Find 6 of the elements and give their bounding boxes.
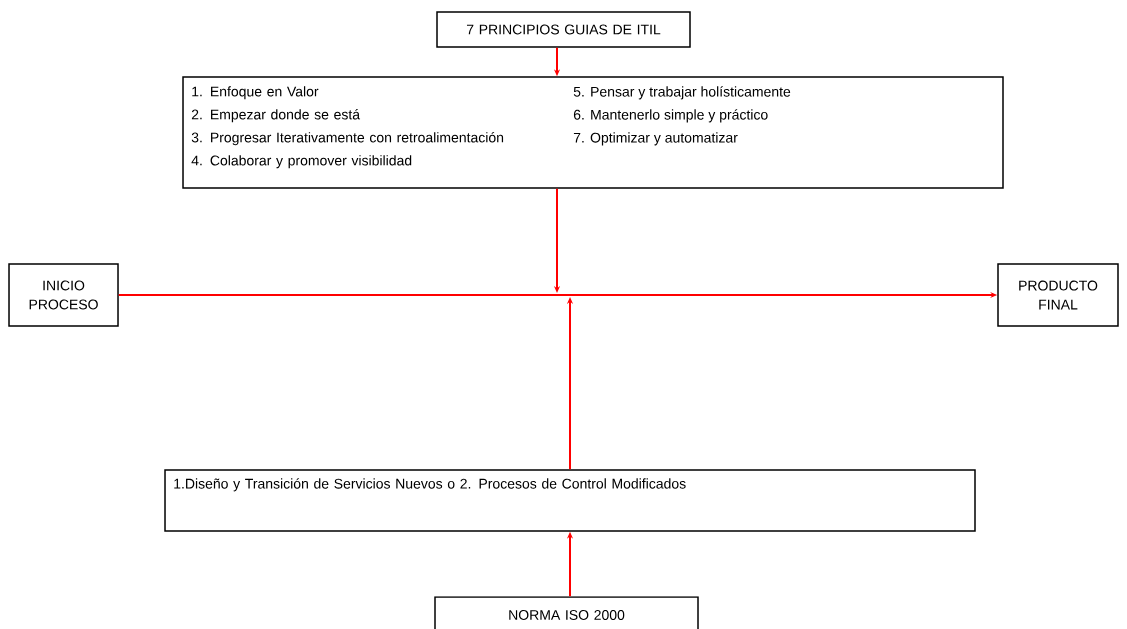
end-box: PRODUCTO FINAL [997,263,1119,327]
standard-box: NORMA ISO 2000 [434,596,699,629]
start-box: INICIO PROCESO [8,263,119,327]
process-box: 1.Diseño y Transición de Servicios Nuevos o 2. Procesos de Control Modificados [164,469,976,532]
title-box: 7 PRINCIPIOS GUIAS DE ITIL [436,11,691,48]
principles-box: 1. Enfoque en Valor 2. Empezar donde se está 3. Progresar Iterativamente con retroalimentación 4. Colaborar y promover visibilidad 5. Pensar y trabajar holísticamente 6. Mantenerlo simple y práctico 7. Optimizar y automatizar [182,76,1004,189]
